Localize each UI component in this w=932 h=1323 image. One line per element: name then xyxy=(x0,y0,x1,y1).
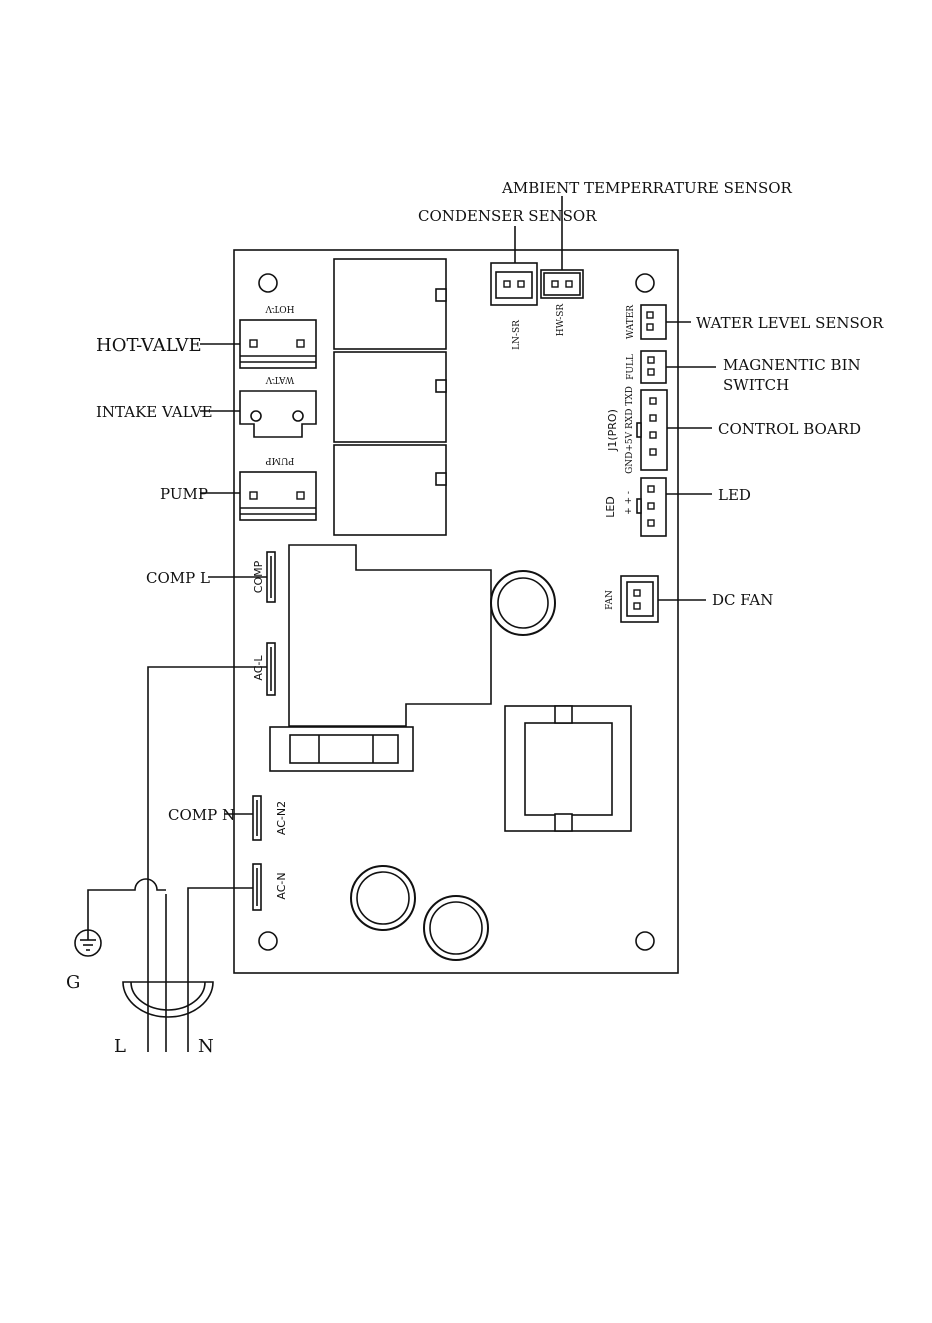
ac-n2-terminal xyxy=(253,796,261,840)
hot-valve-label: HOT-VALVE xyxy=(96,335,202,356)
hot-v-connector xyxy=(240,320,316,368)
ac-n2-mark: AC-N2 xyxy=(275,801,288,835)
fuse-holder xyxy=(270,727,413,771)
hw-sr-mark: HW-SR xyxy=(556,304,566,337)
hw-sr-connector xyxy=(541,270,583,298)
plug xyxy=(123,982,213,1017)
ac-l-terminal xyxy=(267,643,275,695)
water-connector xyxy=(641,305,666,339)
pump-mark: PUMP xyxy=(266,455,295,465)
relay-3 xyxy=(334,445,446,535)
ln-sr-mark: LN-SR xyxy=(512,320,522,350)
water-level-sensor-label: WATER LEVEL SENSOR xyxy=(696,314,884,332)
magnetic-bin-label-line2: SWITCH xyxy=(723,376,789,394)
ln-sr-connector xyxy=(491,263,537,305)
intake-valve-label: INTAKE VALVE xyxy=(96,403,213,421)
fan-mark: FAN xyxy=(605,590,615,610)
j1-pro-mark: J1(PRO) xyxy=(606,409,619,452)
control-board-label: CONTROL BOARD xyxy=(718,420,861,438)
ground-label: G xyxy=(66,972,80,993)
led-connector xyxy=(637,478,666,536)
line-label: L xyxy=(114,1036,126,1057)
led-mark: LED xyxy=(604,496,617,518)
comp-terminal xyxy=(267,552,275,602)
full-connector xyxy=(641,351,666,383)
comp-n-label: COMP N xyxy=(168,806,235,824)
wire-ground xyxy=(88,879,166,930)
full-mark: FULL xyxy=(626,354,636,380)
dc-fan-label: DC FAN xyxy=(712,591,773,609)
water-mark: WATER xyxy=(626,305,636,339)
wat-v-mark: WAT-V xyxy=(265,374,294,384)
ground-symbol xyxy=(75,930,101,956)
ambient-sensor-label: AMBIENT TEMPERRATURE SENSOR xyxy=(501,179,793,197)
pump-label: PUMP xyxy=(160,485,208,503)
relay-2 xyxy=(334,352,446,442)
pump-connector xyxy=(240,472,316,520)
hot-v-mark: HOT-V xyxy=(265,303,294,313)
ac-n-terminal xyxy=(253,864,261,910)
j1-pins-mark: GND+5V RXD TXD xyxy=(625,386,635,474)
led-label: LED xyxy=(718,486,751,504)
comp-l-label: COMP L xyxy=(146,569,210,587)
condenser-sensor-label: CONDENSER SENSOR xyxy=(418,207,597,225)
relay-1 xyxy=(334,259,446,349)
j1-connector xyxy=(637,390,667,470)
ac-n-mark: AC-N xyxy=(275,872,288,899)
power-module xyxy=(289,545,491,726)
led-pins-mark: + + - xyxy=(624,491,634,515)
magnetic-bin-label-line1: MAGNENTIC BIN xyxy=(723,356,861,374)
transformer xyxy=(505,706,631,831)
fan-connector xyxy=(621,576,658,622)
neutral-label: N xyxy=(198,1036,214,1057)
